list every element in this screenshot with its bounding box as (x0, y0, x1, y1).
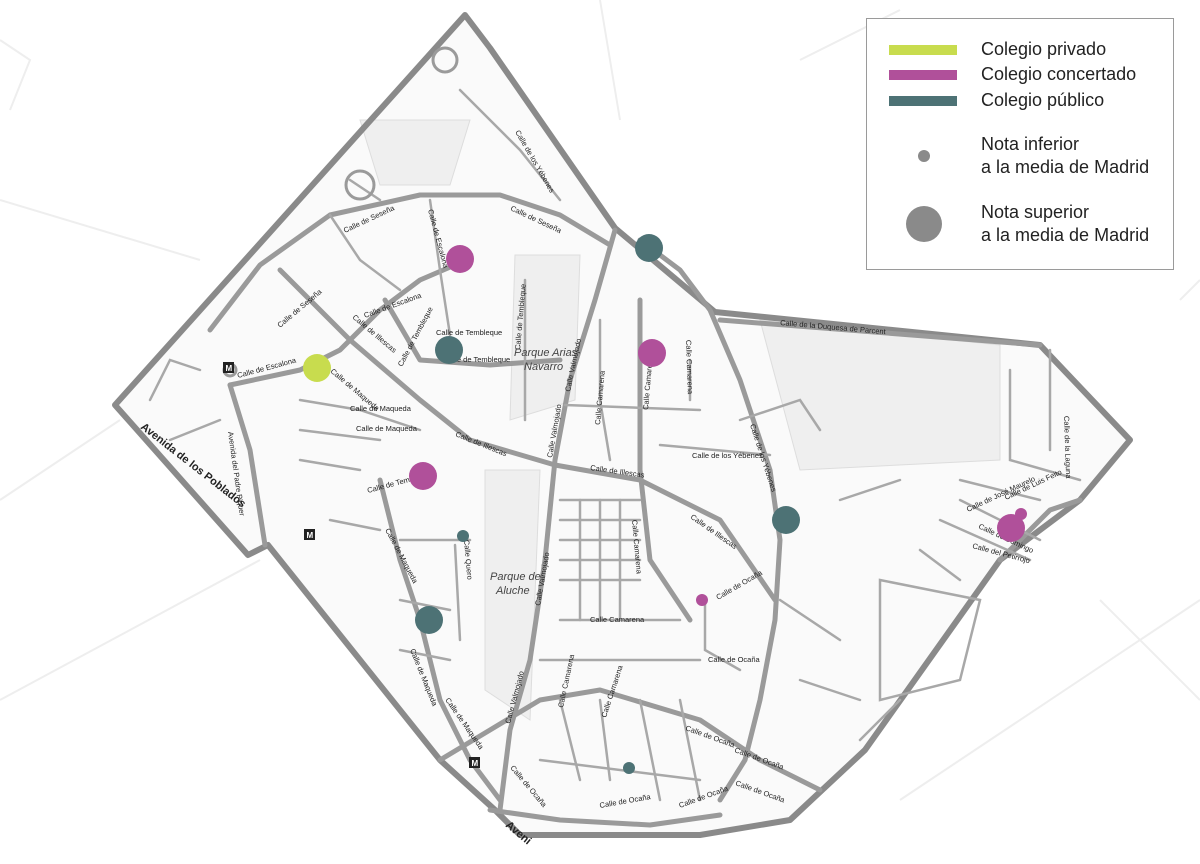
school-marker-publico[interactable] (435, 336, 463, 364)
svg-text:M: M (226, 364, 233, 373)
main-streets (207, 192, 1083, 828)
legend-label-privado: Colegio privado (981, 39, 1107, 59)
legend-dot-small (918, 150, 930, 162)
legend-item-publico: Colegio público (867, 89, 1104, 112)
legend-below-line1: Nota inferior (981, 134, 1080, 154)
school-marker-privado[interactable] (303, 354, 331, 382)
school-marker-publico[interactable] (623, 762, 635, 774)
parque-arias-label-2: Navarro (524, 361, 563, 373)
street-label: Calle Camarena (590, 615, 645, 624)
background-streets (0, 0, 1200, 801)
parks (359, 119, 1001, 721)
legend-swatch-privado (889, 44, 957, 55)
street-label: Calle de Tembleque (436, 328, 502, 337)
metro-icons: M M M (223, 362, 480, 768)
school-marker-concertado[interactable] (997, 514, 1025, 542)
legend-swatch-concertado (889, 69, 957, 80)
street-label: Calle Camarena (684, 340, 695, 395)
legend-below-line2: a la media de Madrid (981, 157, 1150, 177)
svg-text:M: M (472, 759, 479, 768)
school-marker-concertado[interactable] (446, 245, 474, 273)
legend-swatch-publico (889, 95, 957, 106)
legend-above-line1: Nota superior (981, 202, 1090, 222)
school-marker-publico[interactable] (772, 506, 800, 534)
parque-aluche-label-2: Aluche (495, 585, 530, 597)
legend-item-above-average: Nota superior a la media de Madrid (867, 201, 1149, 247)
street-label: Calle Quero (462, 539, 474, 580)
secondary-streets (148, 88, 1082, 802)
legend-label-concertado: Colegio concertado (981, 64, 1137, 84)
school-marker-publico[interactable] (635, 234, 663, 262)
map-legend: Colegio privado Colegio concertado Coleg… (866, 18, 1174, 270)
parque-aluche-label: Parque de (490, 571, 541, 583)
school-marker-concertado[interactable] (409, 462, 437, 490)
district-boundary (112, 12, 1133, 838)
school-marker-concertado[interactable] (638, 339, 666, 367)
metro-icon: M (304, 529, 315, 540)
school-marker-publico[interactable] (457, 530, 469, 542)
school-marker-publico[interactable] (415, 606, 443, 634)
legend-label-publico: Colegio público (981, 90, 1105, 110)
street-label: Calle de Tembleque (444, 355, 510, 364)
legend-item-privado: Colegio privado (867, 38, 1106, 61)
school-marker-concertado[interactable] (696, 594, 708, 606)
svg-text:M: M (307, 531, 314, 540)
street-label: Calle de la Laguna (1062, 416, 1073, 480)
legend-item-below-average: Nota inferior a la media de Madrid (867, 133, 1149, 179)
street-label: Calle de Maqueda (356, 424, 418, 433)
parque-arias-label: Parque Arias (514, 347, 578, 359)
legend-dot-large (906, 206, 942, 242)
school-marker-concertado[interactable] (1015, 508, 1027, 520)
legend-above-line2: a la media de Madrid (981, 225, 1150, 245)
legend-item-concertado: Colegio concertado (867, 63, 1136, 86)
street-label: Calle de los Yébenes (692, 451, 763, 460)
metro-icon: M (469, 757, 480, 768)
metro-icon: M (223, 362, 234, 373)
district-area (115, 15, 1130, 835)
street-label: Calle de Ocaña (708, 655, 761, 664)
street-label: Calle de Maqueda (350, 404, 412, 413)
school-markers (303, 234, 1027, 774)
